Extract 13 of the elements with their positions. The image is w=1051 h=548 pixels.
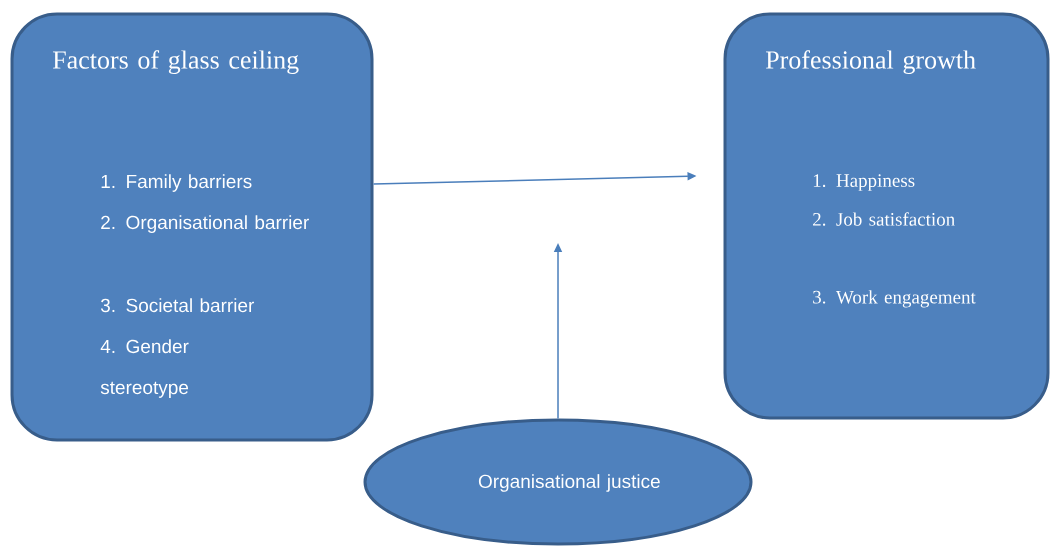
ellipse — [363, 418, 753, 546]
list-item: 3. Societal barrier — [100, 298, 255, 313]
box-heading: Professional growth — [765, 50, 976, 75]
list-item: 3. Work engagement — [813, 290, 976, 308]
list-item: 2. Organisational barrier — [101, 215, 309, 233]
rounded-box — [723, 12, 1050, 420]
list-item: 1. Family barriers — [101, 174, 252, 192]
list-item: 4. Gender stereotype — [100, 339, 189, 398]
rounded-box — [10, 12, 374, 442]
list-item: 1. Happiness — [813, 174, 915, 191]
list-item: 2. Job satisfaction — [813, 212, 955, 226]
box-heading: Factors of glass ceiling — [52, 50, 299, 75]
ellipse-label: Organisational justice — [478, 474, 660, 492]
